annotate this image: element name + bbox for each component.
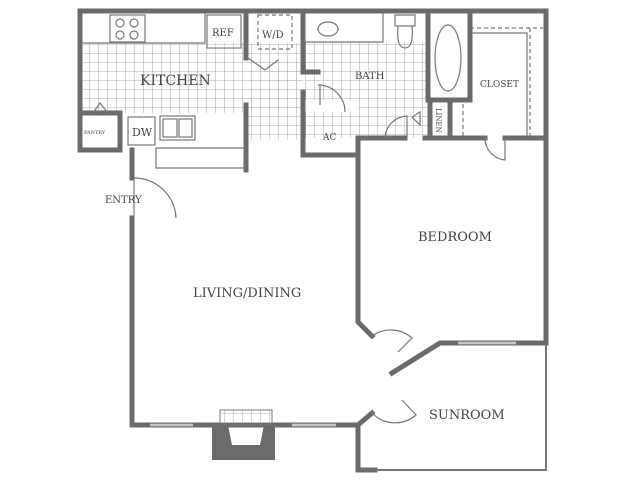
- living-dining-label: LIVING/DINING: [193, 286, 301, 301]
- closet-label: CLOSET: [480, 80, 519, 90]
- windows: [150, 341, 516, 427]
- ref-label: REF: [212, 28, 234, 39]
- dishwasher: [127, 116, 156, 146]
- sink: [317, 21, 339, 37]
- bath-tile-floor: [305, 42, 428, 138]
- fixtures: [82, 13, 543, 169]
- stove: [109, 14, 146, 43]
- pantry-label: PANTRY: [84, 130, 106, 136]
- doors: [92, 57, 506, 424]
- kitchen-label: KITCHEN: [140, 73, 211, 89]
- wd-label: W/D: [262, 30, 284, 41]
- entry-label: ENTRY: [105, 195, 142, 206]
- bedroom-label: BEDROOM: [418, 230, 492, 245]
- fireplace: [212, 409, 275, 460]
- kitchen-tile-floor-lower: [246, 58, 303, 140]
- ac-label: AC: [322, 133, 336, 143]
- kitchen-sink: [159, 115, 196, 141]
- refrigerator: [206, 14, 242, 49]
- linen-label: LINEN: [434, 108, 442, 133]
- sunroom-label: SUNROOM: [429, 408, 505, 423]
- toilet: [394, 14, 416, 49]
- washer-dryer: [257, 14, 293, 50]
- bath-label: BATH: [355, 71, 385, 82]
- dw-label: DW: [132, 126, 153, 139]
- bathtub: [434, 24, 462, 92]
